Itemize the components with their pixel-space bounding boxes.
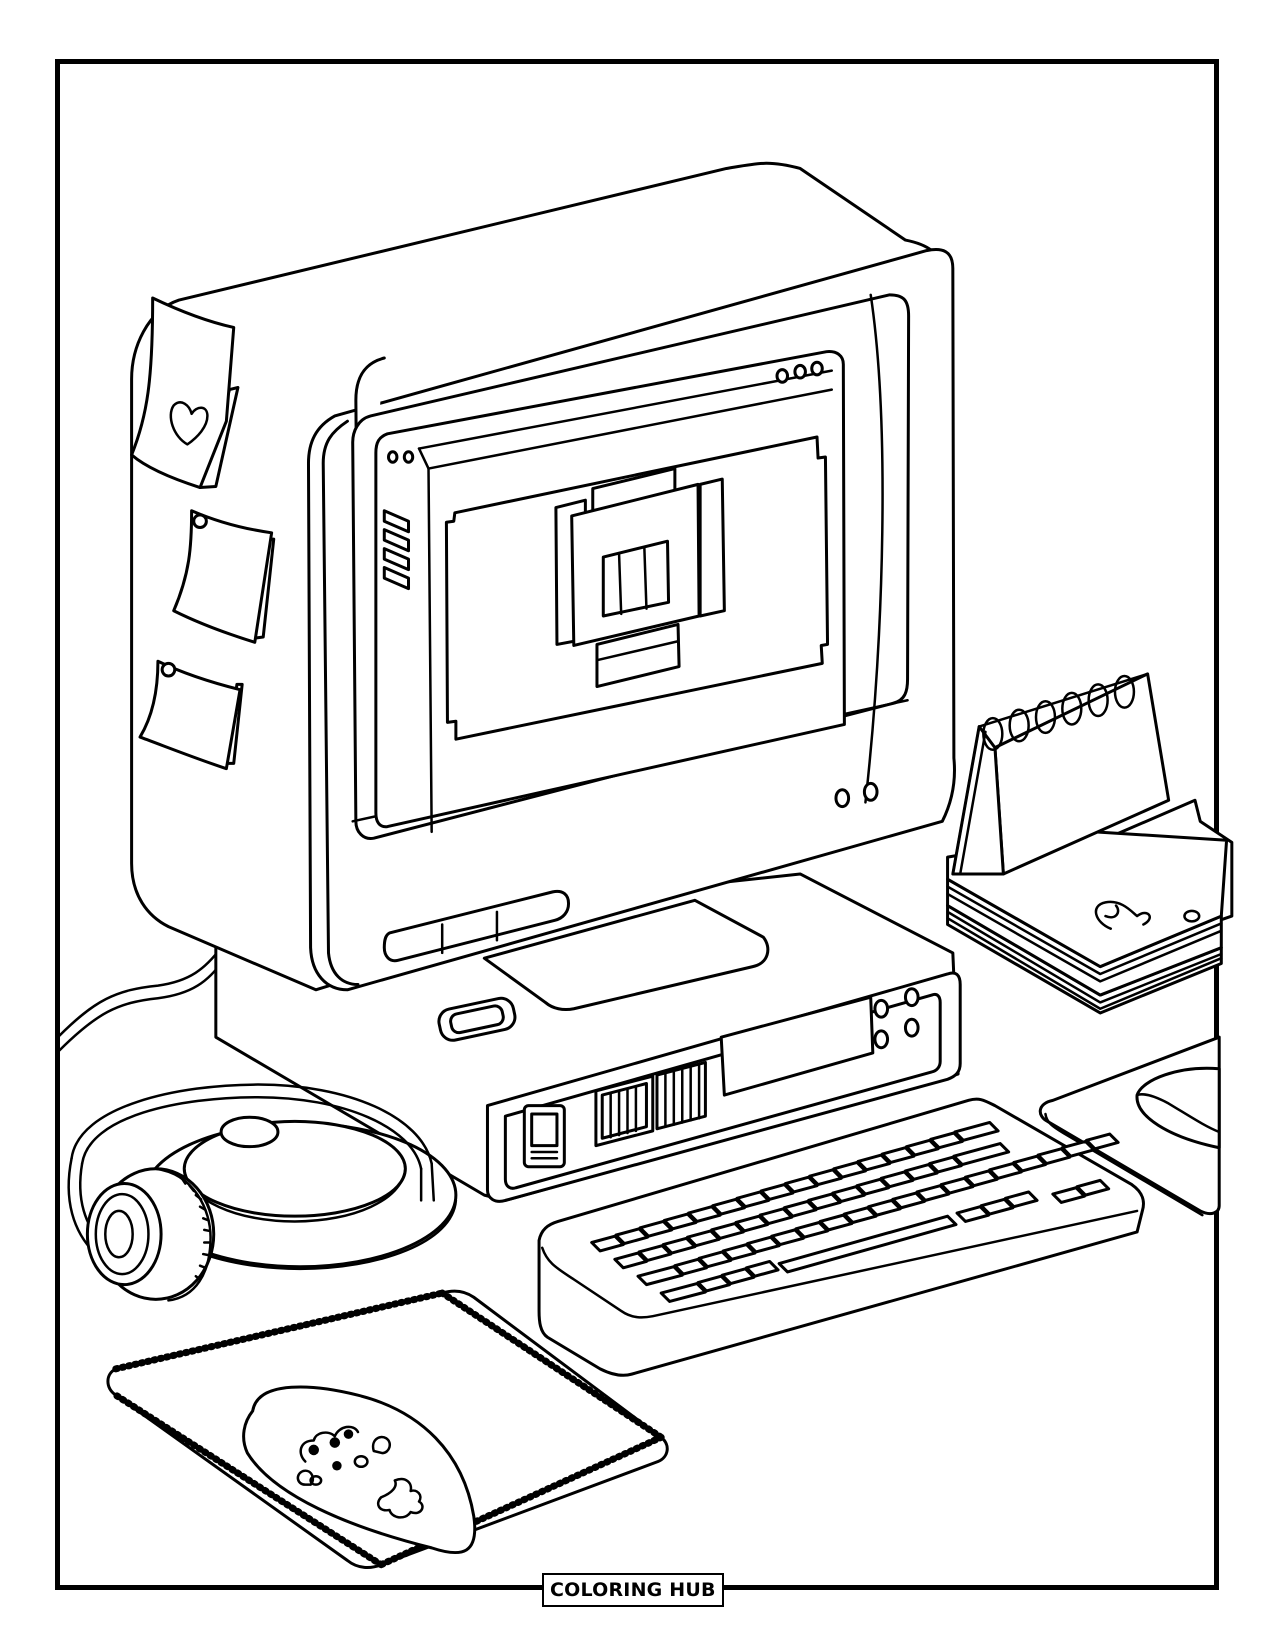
crt-monitor <box>132 163 955 1009</box>
slot-bar <box>384 891 568 960</box>
frog-face <box>298 1427 423 1518</box>
cable <box>59 948 223 1051</box>
pixel-icon <box>556 469 724 687</box>
vented-panels <box>596 1062 705 1145</box>
mouse <box>1137 1068 1219 1147</box>
coloring-hub-logo: COLORING HUB <box>542 1573 724 1607</box>
monitor-buttons <box>836 783 877 806</box>
floppy-slot <box>524 1106 564 1167</box>
sticky-note-blank <box>140 661 242 768</box>
monitor-stand <box>484 900 768 1009</box>
spiral-rings <box>983 676 1134 750</box>
ear-cup <box>87 1169 213 1301</box>
window-dots <box>389 362 823 462</box>
sticky-note-blank <box>174 511 274 643</box>
keyboard <box>539 1099 1143 1375</box>
cd-disc <box>144 1117 456 1269</box>
display-panel <box>721 997 873 1095</box>
swirl-doodle <box>1096 902 1150 929</box>
desk-calendar <box>948 674 1232 1013</box>
stitched-rug <box>108 1291 667 1567</box>
keys <box>592 1122 1118 1301</box>
round-buttons <box>875 989 918 1048</box>
sidebar-bars <box>384 511 408 589</box>
strawberry-shape <box>244 1387 475 1553</box>
mouse-pad <box>1040 1037 1219 1215</box>
headphones <box>69 1085 434 1301</box>
sticky-note-heart <box>132 298 238 488</box>
